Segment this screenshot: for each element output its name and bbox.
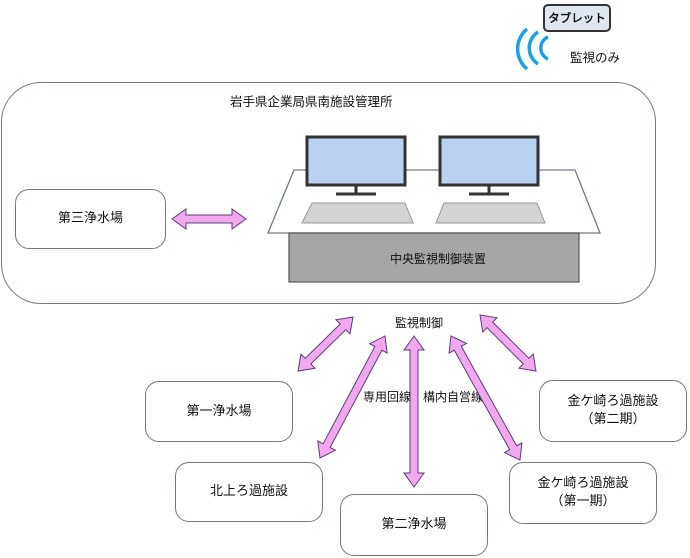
facility-daisan: 第三浄水場 — [15, 189, 166, 249]
control-label: 監視制御 — [395, 316, 444, 330]
facility-kanegasaki-2-label: 金ケ崎ろ過施設 （第二期） — [567, 394, 659, 427]
line-label: 専用回線、構内自営線 — [363, 390, 484, 404]
facility-kitakami-label: 北上ろ過施設 — [209, 484, 288, 500]
tablet-device: タブレット — [543, 4, 611, 32]
console-base — [288, 232, 580, 283]
facility-daisan-label: 第三浄水場 — [57, 211, 123, 227]
monitor-right — [438, 135, 540, 187]
keyboard-right — [435, 202, 546, 224]
office-title: 岩手県企業局県南施設管理所 — [230, 94, 393, 109]
facility-kanegasaki-1-label: 金ケ崎ろ過施設 （第一期） — [537, 476, 629, 509]
facility-kanegasaki-2: 金ケ崎ろ過施設 （第二期） — [539, 380, 687, 442]
facility-daini-label: 第二浄水場 — [381, 517, 447, 533]
facility-kitakami: 北上ろ過施設 — [175, 462, 323, 522]
console-label: 中央監視制御装置 — [390, 252, 487, 266]
monitor-left — [305, 135, 407, 187]
facility-kanegasaki-1: 金ケ崎ろ過施設 （第一期） — [509, 462, 657, 524]
tablet-note: 監視のみ — [570, 50, 621, 65]
keyboard-left — [301, 202, 414, 224]
facility-daiichi-label: 第一浄水場 — [186, 403, 252, 419]
facility-daiichi: 第一浄水場 — [145, 381, 293, 442]
tablet-label: タブレット — [548, 11, 606, 25]
facility-daini: 第二浄水場 — [340, 494, 488, 556]
